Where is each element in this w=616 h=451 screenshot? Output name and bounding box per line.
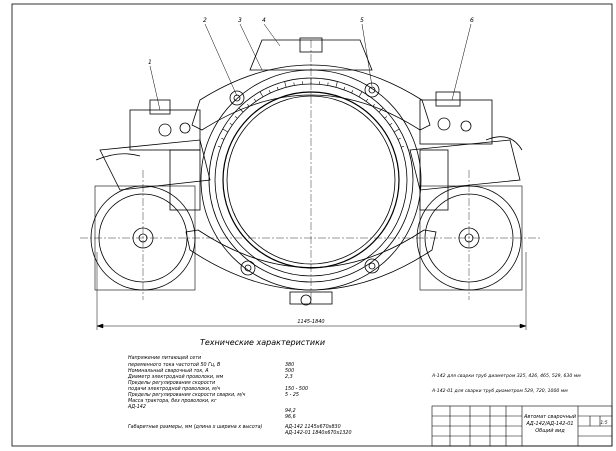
title-block-line-2: АД-142/АД-142-01 (525, 421, 573, 427)
title-block-line-1: Автомат сварочный (523, 414, 577, 420)
scale-tick (259, 91, 264, 98)
scale-tick (276, 86, 279, 90)
ring-scale-ticks (217, 78, 405, 148)
svg-text:500: 500 (285, 368, 294, 374)
svg-text:переменного тока частотой 50 Г: переменного тока частотой 50 Гц, В (128, 362, 220, 368)
scale-tick (389, 122, 393, 126)
scale-tick (365, 98, 369, 102)
svg-text:94,2: 94,2 (285, 408, 296, 414)
svg-text:Пределы регулирования скорости: Пределы регулирования скорости сварки, м… (128, 392, 245, 398)
note-1: А-142 для сварки труб диаметром 325, 426… (431, 373, 581, 379)
scale-tick (393, 128, 400, 133)
specs-table: Напряжение питающей сети переменного ток… (127, 355, 352, 436)
scale-tick (221, 137, 225, 140)
scale-tick (234, 116, 238, 119)
scale-tick (247, 103, 250, 107)
left-wire-reel (90, 185, 196, 291)
svg-text:380: 380 (285, 362, 294, 368)
scale-tick (401, 145, 405, 148)
overall-dimension-label: 1145-1840 (297, 319, 324, 325)
scale-tick (372, 103, 375, 107)
center-lines (80, 40, 540, 305)
scale-tick (384, 116, 388, 119)
scale-tick (217, 145, 221, 148)
scale-tick (397, 137, 401, 140)
svg-text:96,6: 96,6 (285, 414, 296, 420)
overall-dimension (96, 252, 527, 330)
ring-rollers (229, 82, 380, 306)
title-block (431, 405, 613, 447)
scale-tick (229, 122, 233, 126)
svg-text:АД-142 1145х670х830: АД-142 1145х670х830 (284, 424, 341, 430)
scale-tick (238, 107, 244, 113)
left-weld-head (95, 99, 211, 211)
callout-3: 3 (238, 17, 242, 24)
right-wire-reel (416, 185, 523, 291)
scale-tick (284, 81, 287, 88)
svg-text:Диаметр электродной проволоки,: Диаметр электродной проволоки, мм (127, 374, 224, 380)
svg-text:2,3: 2,3 (285, 374, 293, 380)
svg-text:Масса трактора, без проволоки,: Масса трактора, без проволоки, кг (128, 398, 217, 404)
callout-5: 5 (360, 17, 364, 24)
scale-tick (253, 98, 257, 102)
scale-tick (327, 82, 329, 86)
scale-tick (351, 90, 354, 94)
sheet-frame (11, 3, 613, 447)
scale-tick (293, 82, 295, 86)
callout-4: 4 (262, 17, 266, 24)
scale-tick (335, 81, 338, 88)
scale-tick (268, 90, 271, 94)
scale-tick (358, 91, 363, 98)
scale-tick (222, 128, 229, 133)
title-block-scale: 1:5 (600, 420, 607, 426)
svg-text:150 - 500: 150 - 500 (285, 386, 308, 392)
specs-title: Технические характеристики (200, 338, 325, 347)
title-block-line-3: Общий вид (535, 428, 565, 434)
callout-2: 2 (203, 17, 207, 24)
svg-text:подачи электродной проволоки,: подачи электродной проволоки, м/ч (128, 386, 220, 392)
svg-text:АД-142: АД-142 (127, 404, 146, 410)
right-weld-head (409, 91, 523, 211)
svg-text:АД-142-01 1840х670х1320: АД-142-01 1840х670х1320 (284, 430, 352, 436)
callout-6: 6 (470, 17, 474, 24)
note-2: А-142-01 для сварки труб диаметром 529, … (431, 388, 568, 394)
svg-text:5 - 25: 5 - 25 (285, 392, 299, 398)
svg-text:Напряжение питающей сети: Напряжение питающей сети (128, 355, 201, 361)
svg-text:Номинальный сварочный ток, А: Номинальный сварочный ток, А (128, 368, 209, 374)
callout-numbers: 1 2 3 4 5 6 (148, 17, 474, 66)
scale-tick (343, 86, 346, 90)
svg-text:Пределы регулирования скорости: Пределы регулирования скорости (128, 380, 215, 386)
scale-tick (378, 107, 384, 113)
callout-1: 1 (148, 59, 152, 66)
callout-leaders (149, 23, 472, 111)
svg-text:Габаритные размеры, мм (длина: Габаритные размеры, мм (длина х ширина х… (128, 424, 263, 430)
